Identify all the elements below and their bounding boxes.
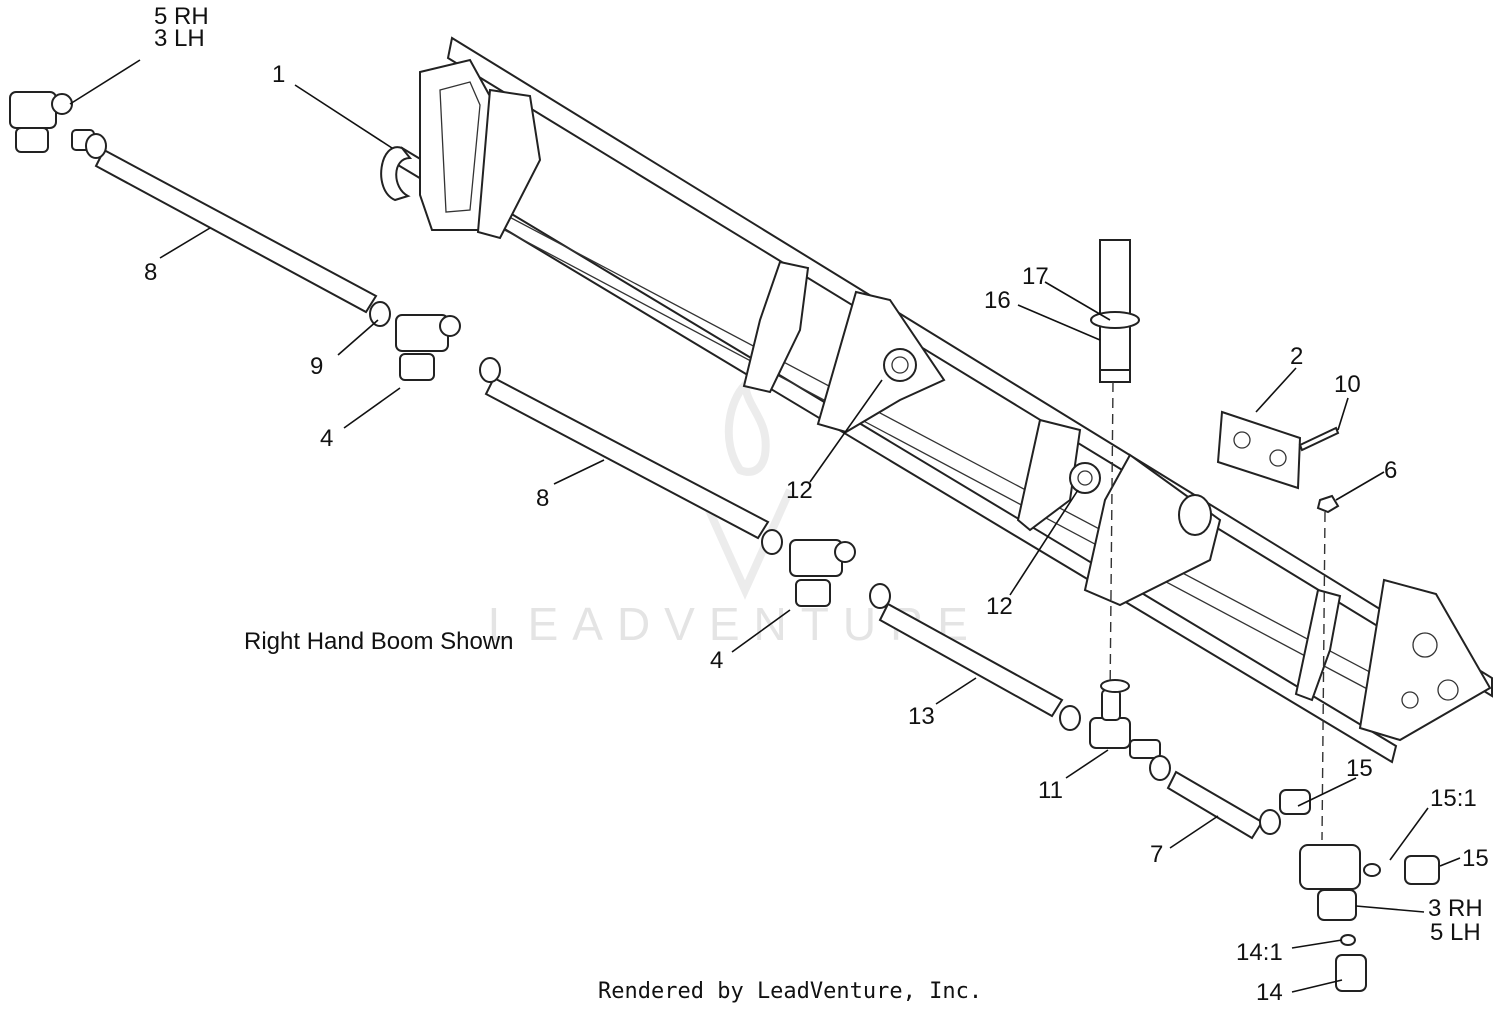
callout-5lh: 5 LH [1430, 919, 1481, 946]
callout-9: 9 [310, 353, 323, 380]
watermark-logo [696, 376, 794, 600]
callout-7: 7 [1150, 841, 1163, 868]
callout-12-upper: 12 [786, 477, 813, 504]
boom-caption: Right Hand Boom Shown [244, 628, 513, 655]
callout-11: 11 [1038, 777, 1063, 804]
callout-8-middle: 8 [536, 485, 549, 512]
boom-frame [380, 36, 1493, 764]
render-credit: Rendered by LeadVenture, Inc. [598, 979, 982, 1004]
callout-13: 13 [908, 703, 935, 730]
callout-5rh: 5 RH [154, 3, 209, 30]
callout-12-lower: 12 [986, 593, 1013, 620]
callout-16: 16 [984, 287, 1011, 314]
callout-1: 1 [272, 61, 285, 88]
nut-6-icon [1316, 494, 1340, 514]
callout-4-lower: 4 [710, 647, 723, 674]
callout-6: 6 [1384, 457, 1397, 484]
nozzle-body-middle-lower [761, 529, 891, 609]
callout-15-lower: 15 [1462, 845, 1489, 872]
callout-8-upper: 8 [144, 259, 157, 286]
nozzle-body-end-right [1259, 789, 1440, 992]
callout-4-upper: 4 [320, 425, 333, 452]
leader-lines [69, 59, 1461, 993]
callout-17: 17 [1022, 263, 1049, 290]
callout-3rh: 3 RH [1428, 895, 1483, 922]
screw-10-icon [1298, 426, 1340, 452]
callout-10: 10 [1334, 371, 1361, 398]
callout-3lh: 3 LH [154, 25, 205, 52]
spray-pipe-middle [484, 376, 770, 540]
bushing-12-lower-icon [1069, 462, 1101, 494]
callout-15-1: 15:1 [1430, 785, 1477, 812]
callout-2: 2 [1290, 343, 1303, 370]
spray-pipe-lower [878, 602, 1064, 718]
spray-pipe-short [1166, 770, 1264, 840]
spray-pipe-upper [94, 148, 378, 314]
nozzle-body-middle-upper [369, 301, 501, 383]
nozzle-body-end-left [9, 91, 107, 159]
callout-14: 14 [1256, 979, 1283, 1006]
mount-bracket-2 [1216, 410, 1302, 490]
riser-pipe [1090, 239, 1140, 383]
tee-fitting-11 [1059, 679, 1171, 781]
bushing-12-upper-icon [883, 348, 917, 382]
callout-15-upper: 15 [1346, 755, 1373, 782]
callout-14-1: 14:1 [1236, 939, 1283, 966]
